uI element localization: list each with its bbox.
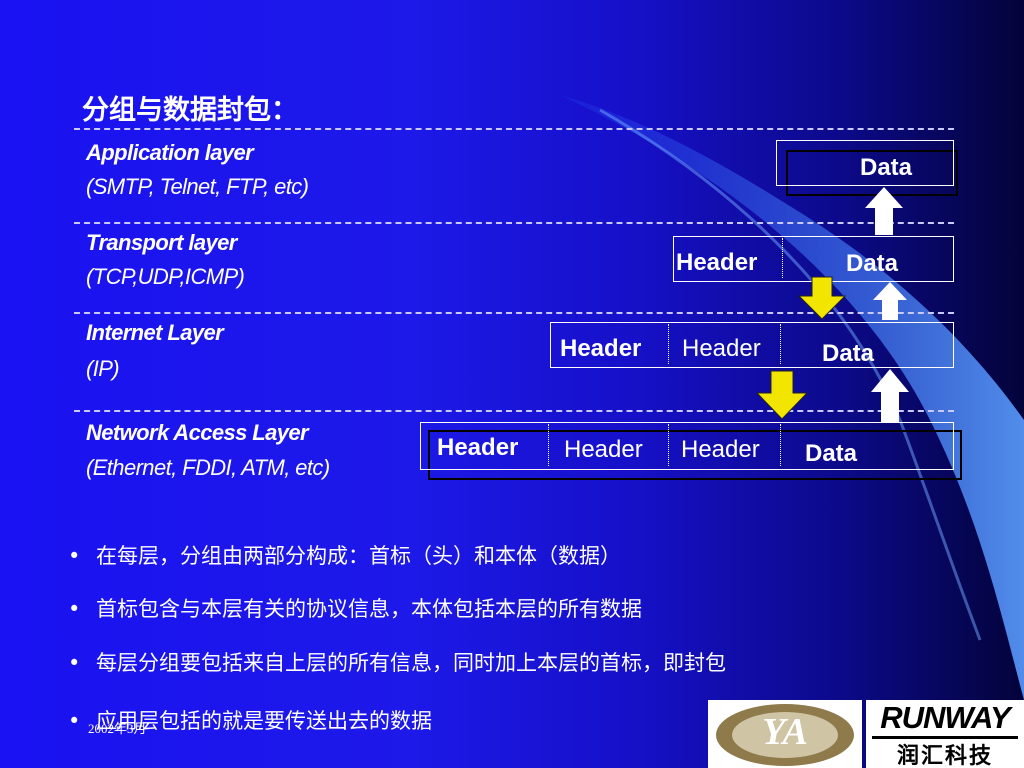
transport-header-cell: Header bbox=[681, 436, 760, 463]
transport-header-cell: Header bbox=[682, 335, 761, 362]
bullet-symbol: • bbox=[68, 544, 81, 568]
packet-outline bbox=[420, 422, 954, 470]
packet-outline bbox=[776, 140, 954, 186]
bullet-item: • 应用层包括的就是要传送出去的数据 bbox=[68, 705, 432, 735]
layer-divider bbox=[74, 222, 954, 224]
layer-divider bbox=[74, 128, 954, 130]
bullet-text: 首标包含与本层有关的协议信息，本体包括本层的所有数据 bbox=[96, 597, 642, 621]
data-cell: Data bbox=[846, 250, 899, 277]
transport-header-cell: Header bbox=[676, 249, 758, 276]
white-up-arrow-icon bbox=[873, 282, 907, 320]
slide-title: 分组与数据封包： bbox=[82, 95, 298, 126]
transport-layer-protocols: (TCP,UDP,ICMP) bbox=[86, 264, 245, 289]
cell-divider bbox=[782, 238, 783, 278]
logo-monogram: YA bbox=[762, 711, 808, 753]
packet-shadow bbox=[428, 430, 962, 480]
footer-date: 2002年3月 bbox=[88, 721, 147, 736]
data-cell: Data bbox=[860, 154, 913, 181]
internet-layer-protocols: (IP) bbox=[86, 356, 120, 381]
cell-divider bbox=[780, 324, 781, 364]
packet-outline bbox=[550, 322, 954, 368]
data-cell: Data bbox=[822, 340, 875, 367]
runway-logo: RUNWAY 润汇科技 bbox=[866, 700, 1024, 768]
internet-header-cell: Header bbox=[564, 436, 643, 463]
yellow-down-arrow-icon bbox=[798, 276, 846, 320]
network-access-layer-protocols: (Ethernet, FDDI, ATM, etc) bbox=[86, 455, 330, 480]
layer-divider bbox=[74, 312, 954, 314]
white-up-arrow-icon bbox=[871, 369, 909, 423]
bullet-symbol: • bbox=[68, 651, 81, 675]
packet-shadow bbox=[786, 150, 958, 196]
network-access-layer-name: Network Access Layer bbox=[86, 420, 309, 445]
application-layer-name: Application layer bbox=[86, 140, 254, 165]
cell-divider bbox=[668, 324, 669, 364]
bullet-text: 每层分组要包括来自上层的所有信息，同时加上本层的首标，即封包 bbox=[96, 651, 726, 675]
logo-inner bbox=[732, 712, 838, 758]
internet-header-cell: Header bbox=[560, 335, 642, 362]
cell-divider bbox=[668, 424, 669, 466]
white-up-arrow-icon bbox=[865, 187, 903, 235]
yellow-down-arrow-icon bbox=[756, 370, 808, 420]
bullet-symbol: • bbox=[68, 597, 81, 621]
internet-layer-name: Internet Layer bbox=[86, 320, 224, 345]
bullet-text: 应用层包括的就是要传送出去的数据 bbox=[96, 709, 432, 733]
application-layer-protocols: (SMTP, Telnet, FTP, etc) bbox=[86, 174, 309, 199]
transport-layer-name: Transport layer bbox=[86, 230, 237, 255]
cell-divider bbox=[548, 424, 549, 466]
network-header-cell: Header bbox=[437, 434, 519, 461]
bullet-item: • 在每层，分组由两部分构成：首标（头）和本体（数据） bbox=[68, 540, 621, 570]
logo-rule bbox=[872, 736, 1018, 739]
layer-divider bbox=[74, 410, 954, 412]
ya-logo: YA bbox=[708, 700, 862, 768]
logo-name-cn: 润汇科技 bbox=[896, 744, 993, 768]
logo-name-en: RUNWAY bbox=[880, 700, 1010, 735]
bullet-text: 在每层，分组由两部分构成：首标（头）和本体（数据） bbox=[96, 544, 621, 568]
data-cell: Data bbox=[805, 440, 858, 467]
cell-divider bbox=[780, 424, 781, 466]
bullet-item: • 每层分组要包括来自上层的所有信息，同时加上本层的首标，即封包 bbox=[68, 647, 726, 677]
bullet-symbol: • bbox=[68, 709, 81, 733]
bullet-item: • 首标包含与本层有关的协议信息，本体包括本层的所有数据 bbox=[68, 593, 642, 623]
